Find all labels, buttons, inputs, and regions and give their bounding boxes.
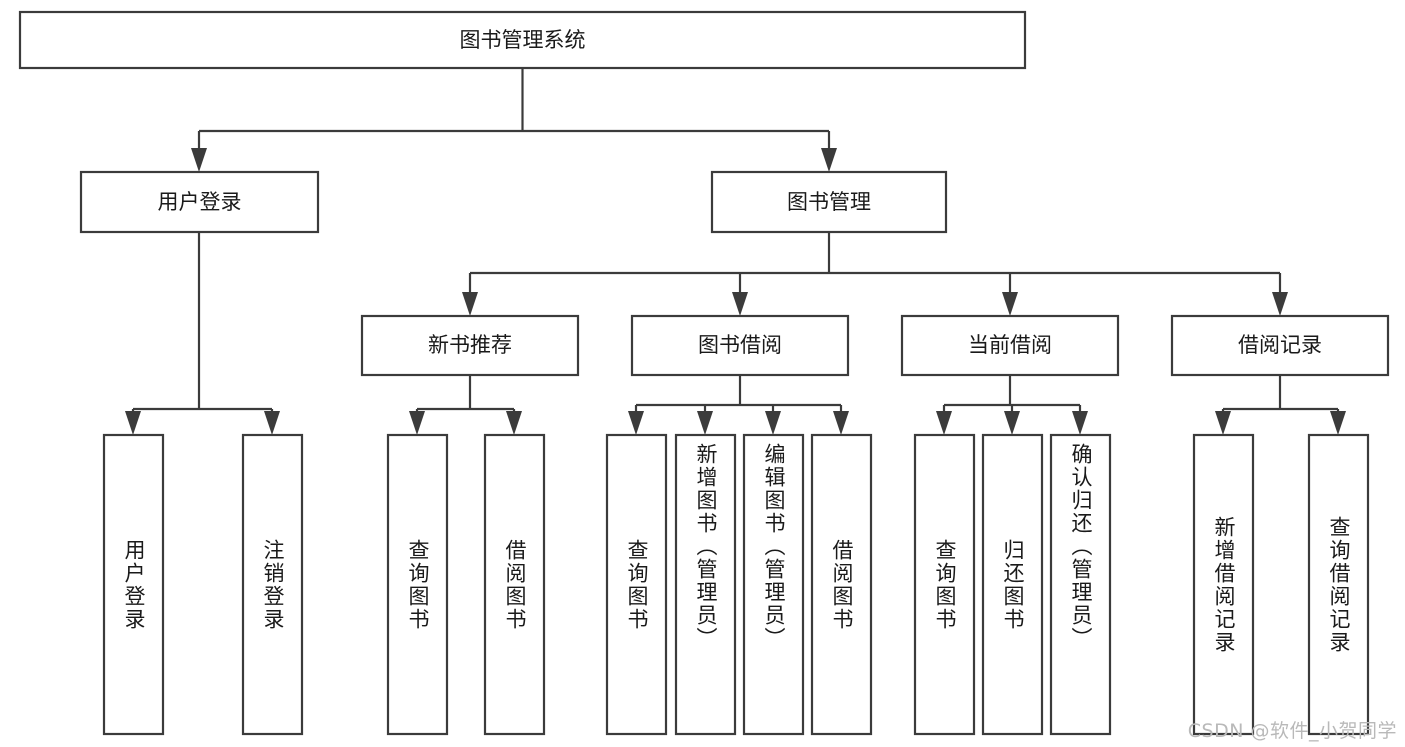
node-book-manage[interactable]: 图书管理 [710,170,948,234]
node-current-borrow-label: 当前借阅 [968,333,1052,357]
connector-group-book-manage-to-level3 [462,232,1288,316]
arrow-head-leaf-bb-add-book [697,411,713,435]
node-book-borrow[interactable]: 图书借阅 [630,314,850,377]
node-leaf-br-query-record-box[interactable] [1307,433,1370,736]
node-borrow-record-box[interactable] [1170,314,1390,377]
node-current-borrow-box[interactable] [900,314,1120,377]
arrow-head-user-login [191,148,207,172]
node-root-box[interactable] [18,10,1027,70]
node-user-login-box[interactable] [79,170,320,234]
node-leaf-bb-edit-book-box[interactable] [742,433,805,736]
connector-group-book-borrow-to-leaves [628,375,849,435]
node-book-manage-label: 图书管理 [787,190,871,214]
node-new-book-recommend[interactable]: 新书推荐 [360,314,580,377]
node-leaf-bb-borrow-book-box[interactable] [810,433,873,736]
arrow-head-leaf-br-add-record [1215,411,1231,435]
arrow-head-leaf-user-login [125,411,141,435]
node-leaf-cb-return-book-box[interactable] [981,433,1044,736]
arrow-head-leaf-bb-borrow-book [833,411,849,435]
node-root[interactable]: 图书管理系统 [18,10,1027,70]
arrow-head-new-book-recommend [462,292,478,316]
node-leaf-user-login-box[interactable] [102,433,165,736]
node-new-book-recommend-label: 新书推荐 [428,333,512,357]
arrow-head-leaf-cb-return-book [1004,411,1020,435]
node-root-label: 图书管理系统 [460,28,586,52]
arrow-head-current-borrow [1002,292,1018,316]
node-book-borrow-label: 图书借阅 [698,333,782,357]
node-leaf-bb-query-book-box[interactable] [605,433,668,736]
arrow-head-leaf-bb-edit-book [765,411,781,435]
arrow-head-book-manage [821,148,837,172]
node-leaf-br-add-record-box[interactable] [1192,433,1255,736]
arrow-head-leaf-bb-query-book [628,411,644,435]
node-user-login[interactable]: 用户登录 [79,170,320,234]
connector-group-current-borrow-to-leaves [936,375,1088,435]
node-current-borrow[interactable]: 当前借阅 [900,314,1120,377]
connector-group-borrow-record-to-leaves [1215,375,1346,435]
node-borrow-record[interactable]: 借阅记录 [1170,314,1390,377]
arrow-head-book-borrow [732,292,748,316]
node-new-book-recommend-box[interactable] [360,314,580,377]
connector-group-new-book-recommend-to-leaves [409,375,522,435]
arrow-head-leaf-user-logout [264,411,280,435]
arrow-head-borrow-record [1272,292,1288,316]
arrow-head-leaf-br-query-record [1330,411,1346,435]
arrow-head-leaf-nb-borrow-book [506,411,522,435]
arrow-head-leaf-cb-confirm-return [1072,411,1088,435]
node-leaf-cb-confirm-return-box[interactable] [1049,433,1112,736]
node-user-login-label: 用户登录 [158,190,242,214]
node-book-manage-box[interactable] [710,170,948,234]
arrow-head-leaf-nb-query-book [409,411,425,435]
node-book-borrow-box[interactable] [630,314,850,377]
node-leaf-bb-add-book-box[interactable] [674,433,737,736]
connector-group-root-to-level2 [191,68,837,172]
connector-group-user-login-to-leaves [125,232,280,435]
arrow-head-leaf-cb-query-book [936,411,952,435]
watermark-text: CSDN @软件_小贺同学 [1187,720,1397,742]
node-leaf-nb-query-book-box[interactable] [386,433,449,736]
node-leaf-nb-borrow-book-box[interactable] [483,433,546,736]
node-leaf-user-logout-box[interactable] [241,433,304,736]
node-leaf-cb-query-book-box[interactable] [913,433,976,736]
node-borrow-record-label: 借阅记录 [1238,333,1322,357]
